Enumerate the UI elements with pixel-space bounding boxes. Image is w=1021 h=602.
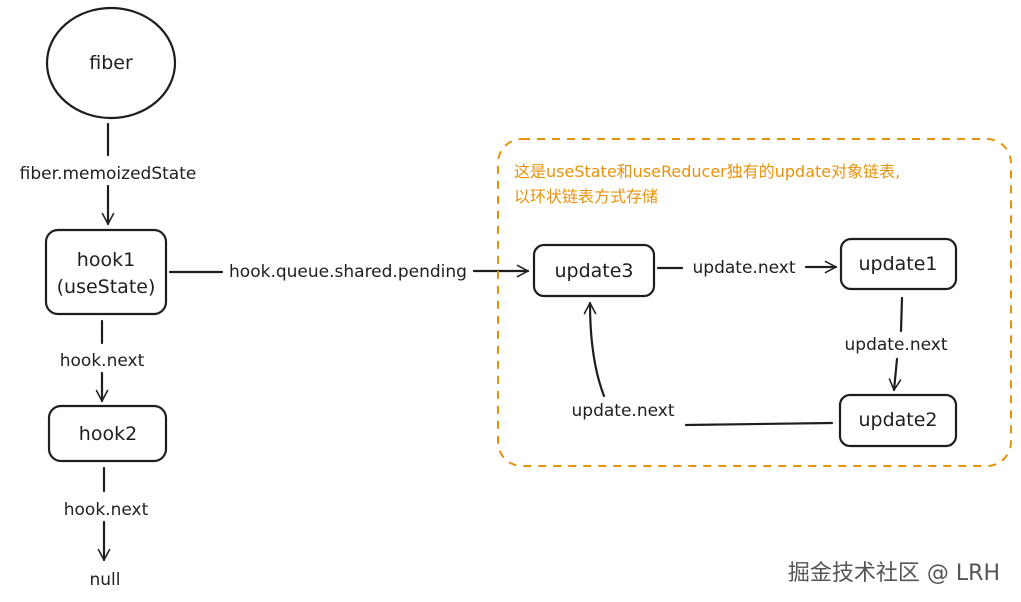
edge-update2-next: update.next [572,301,834,427]
hook2-node: hook2 [47,404,168,463]
null-terminator: null [90,570,121,590]
update3-node-label: update3 [554,260,633,282]
edge-update3-next: update.next [656,258,838,278]
edge-label-hook1-next: hook.next [60,351,145,371]
fiber-node: fiber [45,6,177,120]
update2-node: update2 [838,393,958,448]
edge-label-hook2-next: hook.next [64,500,149,520]
hook2-node-label: hook2 [79,423,137,445]
edge-label-update3-next: update.next [693,258,796,278]
update1-node-label: update1 [858,253,937,275]
update2-node-label: update2 [858,409,937,431]
hook1-node: hook1 (useState) [44,228,168,316]
edge-label-update2-next: update.next [572,401,675,421]
edge-fiber-memoized-state: fiber.memoizedState [20,122,197,226]
update1-node: update1 [839,237,958,291]
container-note-line2: 以环状链表方式存储 [514,187,658,206]
edge-update1-next: update.next [845,296,948,392]
container-note-line1: 这是useState和useReducer独有的update对象链表, [514,162,900,181]
update-queue-container: 这是useState和useReducer独有的update对象链表, 以环状链… [497,138,1012,467]
hook1-node-label: hook1 [77,249,135,271]
edge-label-queue-shared-pending: hook.queue.shared.pending [229,262,467,282]
watermark: 掘金技术社区 @ LRH [788,561,1000,586]
edge-queue-shared-pending: hook.queue.shared.pending [168,262,530,282]
edge-hook1-next: hook.next [60,319,145,403]
edge-label-fiber-memoized-state: fiber.memoizedState [20,164,197,184]
update3-node: update3 [532,243,656,298]
edge-hook2-next: hook.next [64,466,149,562]
fiber-node-label: fiber [89,52,133,74]
edge-label-update1-next: update.next [845,335,948,355]
hook1-node-sublabel: (useState) [57,276,156,298]
